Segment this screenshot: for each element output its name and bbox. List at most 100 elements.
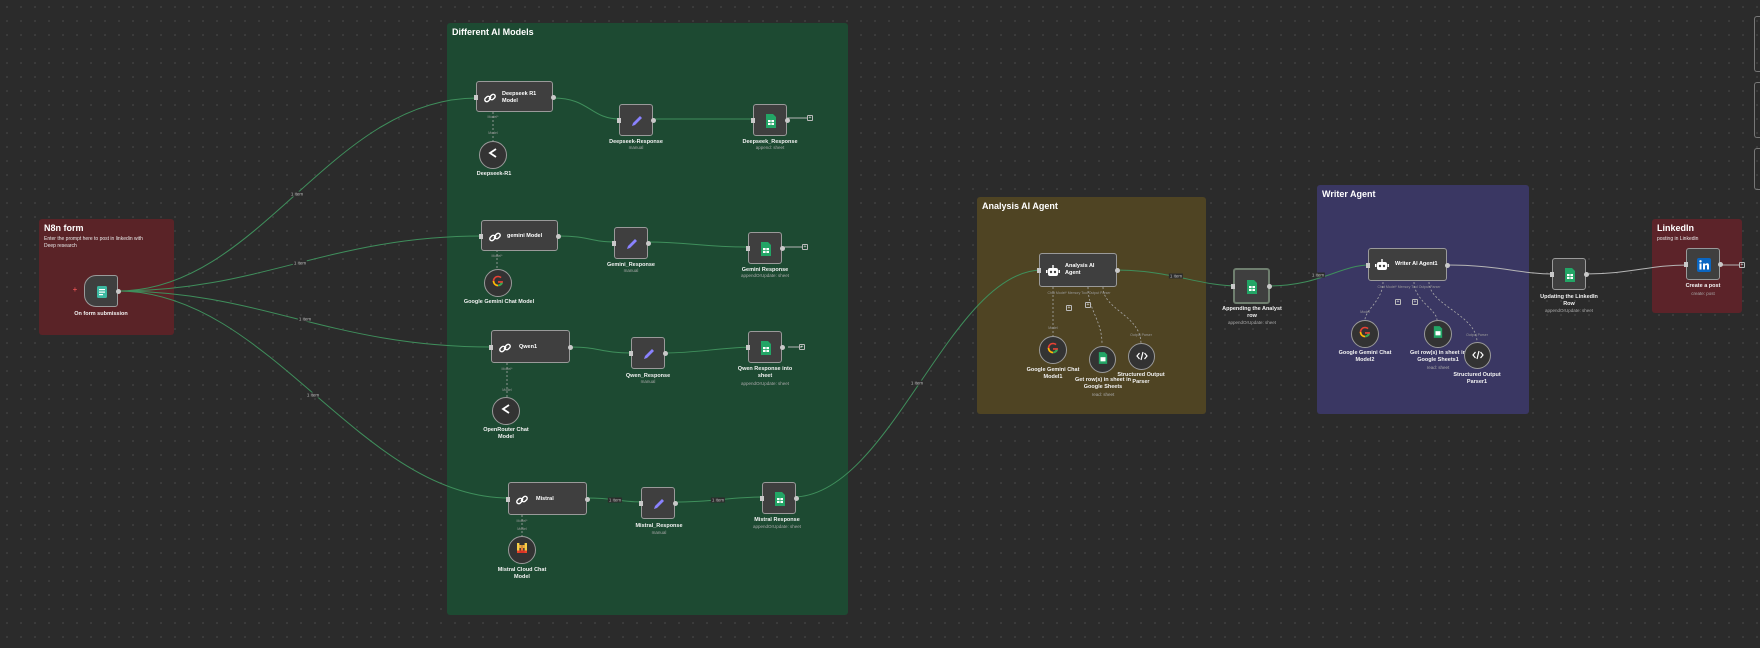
pencil-icon — [651, 496, 667, 512]
input-port[interactable] — [1037, 268, 1041, 273]
node-gemini-response-sheet[interactable] — [746, 232, 785, 264]
input-port[interactable] — [479, 234, 483, 239]
node-mistral-cloud-chat-model[interactable] — [508, 536, 536, 564]
code-icon — [1135, 348, 1148, 366]
google-icon — [492, 274, 504, 292]
add-tool-button[interactable]: + — [1412, 299, 1418, 305]
side-panel-toggle[interactable] — [1754, 16, 1760, 72]
input-port[interactable] — [489, 345, 493, 350]
output-port[interactable] — [780, 246, 785, 251]
port-label: Model* — [516, 519, 528, 523]
port-label: Model — [1048, 326, 1058, 330]
node-get-rows-google-sheets1[interactable] — [1424, 320, 1452, 348]
node-title: Qwen_Response — [625, 373, 671, 379]
input-port[interactable] — [760, 496, 764, 501]
output-port[interactable] — [1115, 268, 1120, 273]
input-port[interactable] — [639, 501, 643, 506]
add-memory-button[interactable]: + — [1066, 305, 1072, 311]
node-updating-linkedin-row[interactable] — [1550, 258, 1589, 290]
output-port[interactable] — [785, 118, 790, 123]
node-title: Appending the Analyst row — [1222, 306, 1282, 319]
google-sheets-icon — [1244, 279, 1260, 295]
node-create-a-post[interactable] — [1684, 248, 1723, 280]
input-port[interactable] — [746, 246, 750, 251]
node-google-gemini-chat-model2[interactable] — [1351, 320, 1379, 348]
input-port[interactable] — [1684, 262, 1688, 267]
google-sheets-icon — [1098, 351, 1108, 369]
add-tool-button[interactable]: + — [1085, 302, 1091, 308]
node-gemini-response-edit[interactable] — [612, 227, 651, 259]
output-port[interactable] — [568, 345, 573, 350]
output-port[interactable] — [646, 241, 651, 246]
input-port[interactable] — [751, 118, 755, 123]
output-port[interactable] — [794, 496, 799, 501]
node-subtitle: manual — [623, 268, 639, 273]
node-title: Mistral Response — [754, 517, 800, 523]
edge-update-linkedin — [1584, 264, 1688, 275]
node-label: Deepseek R1 Model — [502, 91, 537, 104]
node-google-gemini-chat-model[interactable] — [484, 269, 512, 297]
add-node-button[interactable]: + — [807, 115, 813, 121]
output-port[interactable] — [1267, 284, 1272, 289]
node-appending-analyst-row[interactable] — [1231, 268, 1272, 304]
output-port[interactable] — [780, 345, 785, 350]
add-trigger-button[interactable]: + — [72, 285, 78, 294]
input-port[interactable] — [629, 351, 633, 356]
output-port[interactable] — [663, 351, 668, 356]
node-mistral-response-sheet[interactable] — [760, 482, 799, 514]
google-sheets-icon — [772, 491, 788, 507]
node-qwen-response-sheet[interactable] — [746, 331, 785, 363]
input-port[interactable] — [506, 497, 510, 502]
input-port[interactable] — [1231, 284, 1235, 289]
google-sheets-icon — [1562, 267, 1578, 283]
edge-label: 1 item — [292, 260, 308, 266]
node-deepseek-r1-model[interactable]: Deepseek R1 Model — [474, 81, 556, 112]
input-port[interactable] — [746, 345, 750, 350]
add-node-button[interactable]: + — [799, 344, 805, 350]
add-node-button[interactable]: + — [1739, 262, 1745, 268]
edge-writer-gemini-link — [1364, 281, 1384, 321]
node-structured-output-parser1[interactable] — [1464, 342, 1491, 369]
add-memory-button[interactable]: + — [1395, 299, 1401, 305]
node-mistral-chain[interactable]: Mistral — [506, 482, 590, 515]
side-panel-toggle[interactable] — [1754, 82, 1760, 138]
output-port[interactable] — [116, 289, 121, 294]
node-deepseek-response-edit[interactable] — [617, 104, 656, 136]
output-port[interactable] — [585, 497, 590, 502]
output-port[interactable] — [1584, 272, 1589, 277]
edge-label: 1 item — [305, 392, 321, 398]
add-node-button[interactable]: + — [802, 244, 808, 250]
node-google-gemini-chat-model1[interactable] — [1039, 336, 1067, 364]
node-title: Mistral_Response — [635, 523, 683, 529]
node-get-rows-google-sheets[interactable] — [1089, 346, 1116, 373]
node-label: Analysis AI Agent — [1065, 263, 1095, 276]
input-port[interactable] — [612, 241, 616, 246]
node-subtitle: manual — [640, 379, 656, 384]
output-port[interactable] — [1445, 263, 1450, 268]
node-qwen1-chain[interactable]: Qwen1 — [489, 330, 573, 363]
output-port[interactable] — [551, 95, 556, 100]
output-port[interactable] — [1718, 262, 1723, 267]
node-label: Qwen1 — [519, 344, 538, 350]
output-port[interactable] — [556, 234, 561, 239]
output-port[interactable] — [673, 501, 678, 506]
node-deepseek-response-sheet[interactable] — [751, 104, 790, 136]
node-writer-ai-agent1[interactable]: Writer AI Agent1 Chat Model* Memory Tool… — [1366, 248, 1450, 289]
node-analysis-ai-agent[interactable]: Analysis AI Agent Chat Model* Memory Too… — [1037, 253, 1120, 295]
node-deepseek-r1[interactable] — [479, 141, 507, 169]
node-on-form-submission[interactable] — [84, 275, 121, 307]
port-label: Model* — [487, 115, 499, 119]
input-port[interactable] — [1550, 272, 1554, 277]
input-port[interactable] — [474, 95, 478, 100]
node-gemini-model-chain[interactable]: gemini Model — [479, 220, 561, 251]
output-port[interactable] — [651, 118, 656, 123]
node-subtitle: read: sheet — [1091, 392, 1115, 397]
input-port[interactable] — [1366, 263, 1370, 268]
node-structured-output-parser[interactable] — [1128, 343, 1155, 370]
node-openrouter-chat-model[interactable] — [492, 397, 520, 425]
node-mistral-response-edit[interactable] — [639, 487, 678, 519]
node-qwen-response-edit[interactable] — [629, 337, 668, 369]
input-port[interactable] — [617, 118, 621, 123]
side-panel-toggle[interactable] — [1754, 148, 1760, 190]
